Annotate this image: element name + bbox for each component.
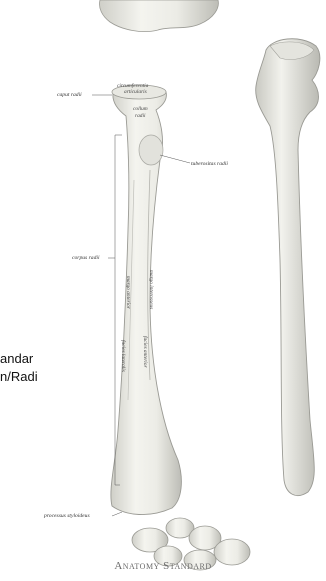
side-text-line-1: andar	[0, 350, 38, 368]
label-margo-interosseus: margo interosseus	[148, 270, 154, 309]
label-margo-anterior: margo anterior	[125, 276, 131, 309]
ulna-bone	[256, 39, 320, 496]
label-collum: collum	[133, 106, 148, 112]
label-caput-radii: caput radii	[57, 92, 82, 98]
label-articularis: articularis	[124, 89, 147, 95]
side-text-fragment: andar n/Radi	[0, 350, 38, 386]
humerus-fragment	[99, 0, 218, 32]
label-facies-anterior: facies anterior	[142, 336, 148, 368]
label-tuberositas-radii: tuberositas radii	[191, 161, 228, 167]
label-corpus-radii: corpus radii	[72, 255, 100, 261]
label-processus-styloideus: processus styloideus	[44, 513, 90, 519]
side-text-line-2: n/Radi	[0, 368, 38, 386]
brand-watermark: Anatomy Standard	[0, 560, 326, 572]
radial-tuberosity	[139, 135, 163, 165]
label-radii: radii	[135, 113, 145, 119]
leader-tuberositas	[160, 155, 190, 163]
label-facies-lateralis: facies lateralis	[120, 340, 126, 372]
leader-processus	[112, 512, 122, 516]
